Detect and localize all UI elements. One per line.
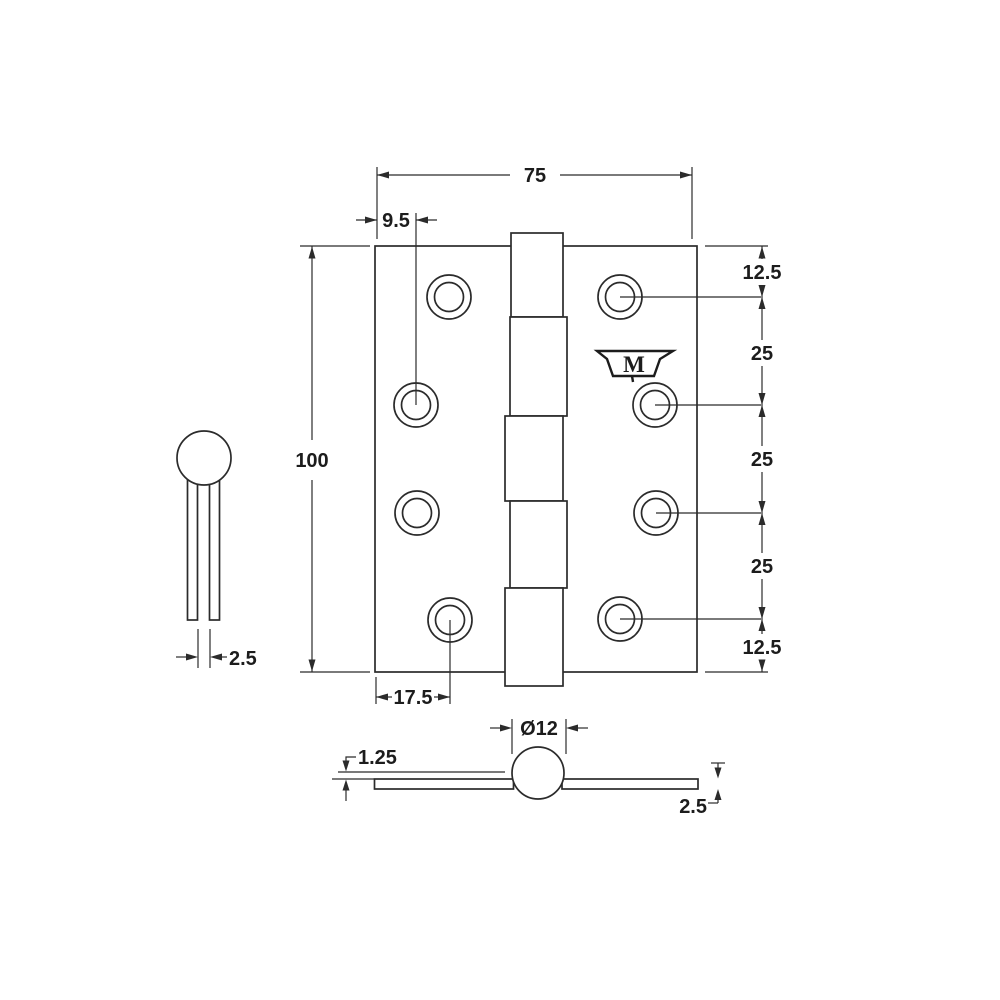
dim-hole-offset-top-label: 9.5 xyxy=(382,210,410,232)
dim-pin-gap: 2.5 xyxy=(176,629,257,670)
knuckle-segment-4 xyxy=(509,500,568,589)
screw-hole-right-1 xyxy=(597,274,643,320)
dim-hole-offset-bottom: 17.5 xyxy=(375,677,450,709)
pin-detail: 2.5 xyxy=(176,430,257,670)
dim-hole-spacing-chain: 12.5 25 25 25 12.5 xyxy=(705,245,782,673)
dim-spacing-label-4: 25 xyxy=(751,556,773,578)
dim-leaf-gap: 1.25 xyxy=(342,747,397,801)
screw-hole-right-2 xyxy=(632,382,678,428)
pin-leg-left xyxy=(186,469,199,621)
dim-spacing-label-5: 12.5 xyxy=(743,637,782,659)
screw-hole-left-2 xyxy=(393,382,439,428)
dim-leaf-thickness: 2.5 xyxy=(679,762,725,818)
dim-width-label: 75 xyxy=(524,165,546,187)
dim-width: 75 xyxy=(376,165,693,239)
dim-pin-gap-label: 2.5 xyxy=(229,648,257,670)
side-view: Ø12 1.25 2.5 xyxy=(332,718,725,818)
pin-leg-right xyxy=(208,469,221,621)
dim-spacing-label-3: 25 xyxy=(751,449,773,471)
side-leaf-left xyxy=(373,778,515,790)
dim-spacing-label-1: 12.5 xyxy=(743,262,782,284)
screw-hole-left-4 xyxy=(427,597,473,643)
pin-ball-head xyxy=(176,430,232,486)
front-view: M xyxy=(374,213,761,704)
dim-knuckle-diameter: Ø12 xyxy=(490,718,588,754)
dim-leaf-gap-label: 1.25 xyxy=(358,747,397,769)
dim-height: 100 xyxy=(295,245,370,673)
dim-knuckle-diameter-label: Ø12 xyxy=(520,718,558,740)
screw-hole-left-3 xyxy=(394,490,440,536)
dim-height-label: 100 xyxy=(295,450,328,472)
screw-hole-left-1 xyxy=(426,274,472,320)
dim-hole-offset-top: 9.5 xyxy=(356,210,437,232)
screw-hole-right-3 xyxy=(633,490,679,536)
dim-hole-offset-bottom-label: 17.5 xyxy=(394,687,433,709)
knuckle-segment-2 xyxy=(509,316,568,417)
screw-hole-right-4 xyxy=(597,596,643,642)
knuckle-segment-3 xyxy=(504,415,564,502)
side-knuckle-circle xyxy=(511,746,565,800)
dim-spacing-label-2: 25 xyxy=(751,343,773,365)
maker-logo: M xyxy=(593,349,678,383)
dim-leaf-thickness-label: 2.5 xyxy=(679,796,707,818)
knuckle-segment-5 xyxy=(504,587,564,687)
maker-logo-letter: M xyxy=(623,352,645,377)
side-leaf-right xyxy=(561,778,699,790)
knuckle-segment-1 xyxy=(510,232,564,318)
